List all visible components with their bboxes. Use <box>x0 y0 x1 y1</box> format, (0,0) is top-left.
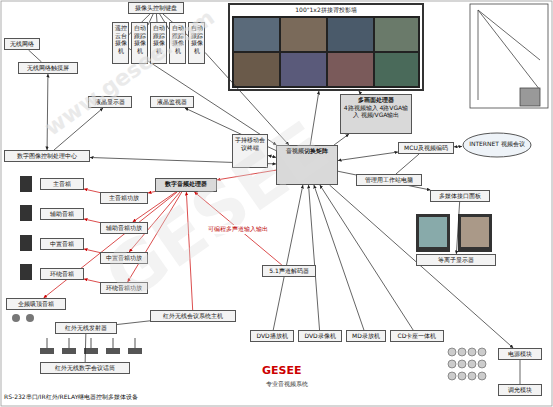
speaker: 中置音箱 <box>40 238 84 250</box>
camera-keyboard: 摄像头控制键盘 <box>128 2 184 14</box>
node-title: 多媒体接口面板 <box>432 192 488 200</box>
node-title: 液晶监视器 <box>152 98 192 106</box>
dvd-player: DVD播放机 <box>250 330 294 342</box>
md-recorder: MD录放机 <box>346 330 386 342</box>
node-title: 红外无线发射器 <box>57 324 115 332</box>
signal-cable <box>117 321 150 325</box>
node-title: 辅助音箱 <box>42 210 82 218</box>
node-title: 主音箱 <box>42 180 82 188</box>
signal-cable <box>396 154 419 174</box>
ir-transmitter: 红外无线发射器 <box>55 322 117 334</box>
node-title: 主音箱功放 <box>102 194 146 202</box>
signal-cable <box>456 202 459 254</box>
node-title: DVD播放机 <box>252 332 292 340</box>
signal-cable <box>314 185 364 330</box>
lcd-monitor: 液晶监视器 <box>150 96 194 108</box>
node-title: 100"1x2拼接背投影墙 <box>231 6 421 14</box>
conference-microphone: 红外无线数字会议话筒 <box>40 362 130 374</box>
conference-host: 红外无线会议系统主机 <box>150 310 236 322</box>
node-title: 红外无线数字会议话筒 <box>42 364 128 372</box>
node-title: 无线网络 <box>6 40 38 48</box>
audio-cable <box>84 219 100 223</box>
audio-cable <box>84 189 100 193</box>
dvd-recorder: DVD录像机 <box>298 330 342 342</box>
ceiling-speaker: 全频吸顶音箱 <box>6 298 66 310</box>
node-title: 调光模块 <box>500 386 540 394</box>
power-module: 电源模块 <box>498 348 542 360</box>
cloud-shape <box>463 133 531 157</box>
node-title: CD卡座一体机 <box>392 332 442 340</box>
wireless-network: 无线网络 <box>4 38 40 50</box>
speaker: 环绕音箱 <box>40 268 84 280</box>
node-title: 环绕音箱 <box>42 270 82 278</box>
brand-name: GESEE <box>262 364 302 377</box>
node-title: 等离子显示器 <box>418 256 494 264</box>
signal-cable <box>334 134 349 145</box>
node-title: 遥控云台摄像机 <box>114 24 127 54</box>
image-control-center: 数字图像控制处理中心 <box>4 150 90 162</box>
node-title: 红外无线会议系统主机 <box>152 312 234 320</box>
node-body: 4路视频输入 4路VGA输入 视频/VGA输出 <box>342 104 410 119</box>
dimmer-module: 调光模块 <box>498 384 542 396</box>
workstation: 管理用工作站电脑 <box>356 174 422 186</box>
node-title: INTERNET 视频会议 <box>463 133 531 148</box>
interface-panel: 多媒体接口面板 <box>430 190 490 202</box>
wireless-touchscreen: 无线网络触摸屏 <box>18 62 78 74</box>
note-text: RS-232串口/IR红外/RELAY继电器控制多媒体设备 <box>4 393 138 402</box>
cd-deck: CD卡座一体机 <box>390 330 444 342</box>
node-title: 多画面处理器 <box>342 96 410 104</box>
node-title: 电源模块 <box>500 350 540 358</box>
audio-cable <box>84 279 100 283</box>
node-title: 中置音箱 <box>42 240 82 248</box>
video-wall-panels <box>232 16 420 88</box>
speaker: 主音箱 <box>40 178 84 190</box>
watermark: GESEE <box>90 106 343 317</box>
signal-cable <box>330 185 514 348</box>
node-title: 无线网络触摸屏 <box>20 64 76 72</box>
signal-cable <box>338 171 430 190</box>
signal-cable <box>47 74 49 150</box>
signal-cable <box>85 334 87 362</box>
plasma-screens <box>416 214 492 252</box>
amplifier: 主音箱功放 <box>100 192 148 204</box>
ptz-camera: 遥控云台摄像机 <box>112 22 129 64</box>
speaker: 辅助音箱 <box>40 208 84 220</box>
microphone-icons <box>40 338 142 354</box>
signal-cable <box>338 152 398 161</box>
video-wall: 100"1x2拼接背投影墙 <box>228 3 424 91</box>
plasma-display: 等离子显示器 <box>416 254 496 266</box>
mcu-encoder: MCU及视频编码 <box>398 142 454 154</box>
room-sketch <box>470 4 548 108</box>
node-title: DVD录像机 <box>300 332 340 340</box>
node-title: MCU及视频编码 <box>400 144 452 152</box>
node-title: 摄像头控制键盘 <box>130 4 182 12</box>
signal-cable <box>454 146 462 147</box>
signal-cable <box>320 185 413 330</box>
internet-cloud: INTERNET 视频会议 <box>462 132 532 158</box>
node-title: 数字图像控制处理中心 <box>6 152 88 160</box>
audio-cable <box>148 192 155 193</box>
signal-cable <box>520 360 521 384</box>
node-title: MD录放机 <box>348 332 384 340</box>
brand-tagline: 专业音视频系统 <box>266 380 308 389</box>
signal-cable <box>309 185 320 330</box>
node-title: 管理用工作站电脑 <box>358 176 420 184</box>
node-title: 5.1声道解码器 <box>264 267 314 275</box>
signal-cable <box>156 14 158 22</box>
surround-decoder: 5.1声道解码器 <box>262 265 316 277</box>
dimmer-knobs <box>448 348 486 380</box>
multiview-processor: 多画面处理器4路视频输入 4路VGA输入 视频/VGA输出 <box>340 94 412 134</box>
node-title: 全频吸顶音箱 <box>8 300 64 308</box>
edge-label: 可编程多声道输入输出 <box>208 225 268 234</box>
signal-cable <box>29 50 42 62</box>
